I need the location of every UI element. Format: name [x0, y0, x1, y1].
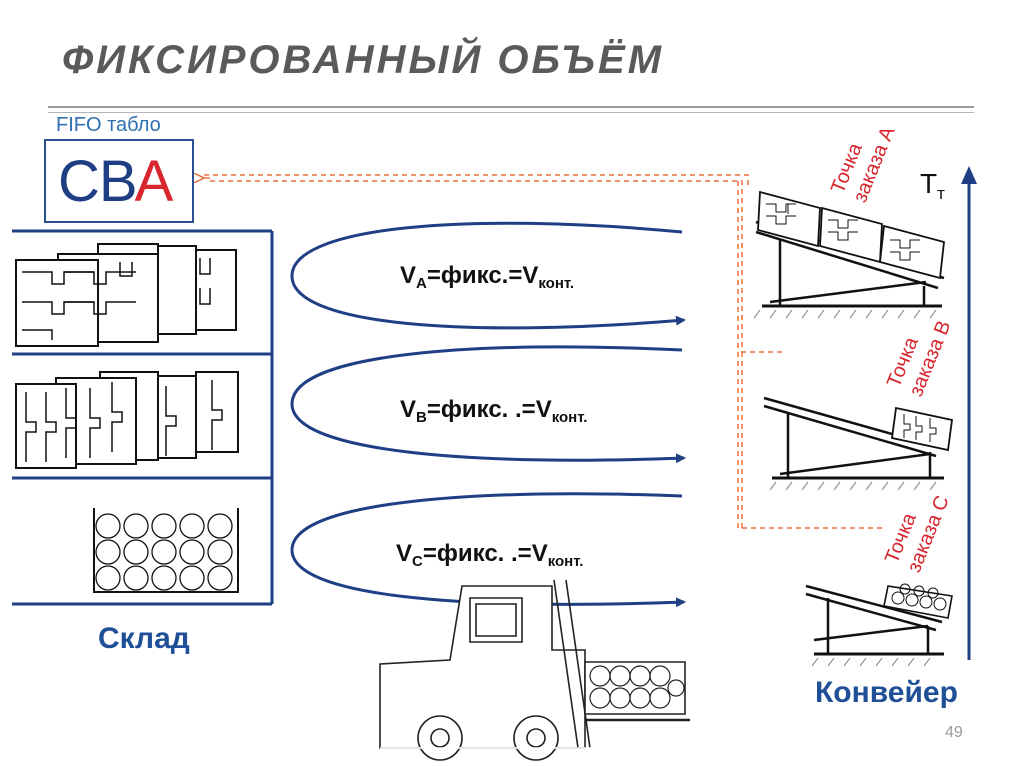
- conveyor-rack-b: [763, 396, 944, 491]
- formula-b-v: V: [400, 396, 417, 423]
- title-divider: [48, 106, 974, 108]
- warehouse-label: Склад: [98, 622, 190, 655]
- conveyor-rack-c: [805, 584, 944, 667]
- formula-a: VA=фикс.=Vконт.: [400, 262, 574, 292]
- shelf-b-pattern: [25, 380, 223, 462]
- forklift: [379, 579, 692, 761]
- conveyor-a-containers: [757, 190, 945, 280]
- shelf-c-container: [93, 508, 239, 593]
- fifo-letter-red: А: [134, 149, 174, 214]
- conveyor-c-container: [883, 583, 953, 619]
- conveyor-label: Конвейер: [815, 676, 958, 709]
- formula-a-sub: A: [416, 275, 427, 292]
- slide-title: ФИКСИРОВАННЫЙ ОБЪЁМ: [62, 38, 665, 82]
- time-axis: [961, 166, 977, 660]
- formula-c-sub2: конт.: [547, 553, 584, 570]
- formula-a-v: V: [400, 262, 417, 289]
- formula-a-mid: =фикс.=V: [426, 262, 539, 289]
- formula-b: VB=фикс. .=Vконт.: [400, 396, 587, 426]
- formula-a-sub2: конт.: [538, 275, 575, 292]
- shelf-a-pattern: [22, 258, 211, 340]
- formula-c: VC=фикс. .=Vконт.: [396, 540, 583, 570]
- fifo-board-sequence: СВА: [58, 149, 174, 215]
- time-axis-label: Tт: [920, 168, 945, 204]
- fifo-letters-dark: СВ: [58, 149, 136, 214]
- shelf-b-containers: [15, 371, 239, 469]
- formula-c-mid: =фикс. .=V: [422, 540, 548, 567]
- fifo-board: СВА: [44, 139, 194, 223]
- time-axis-sub: т: [937, 184, 945, 203]
- page-number: 49: [945, 724, 963, 741]
- formula-b-sub2: конт.: [551, 409, 588, 426]
- warehouse-shelving: [12, 229, 274, 606]
- signal-lines: [204, 174, 882, 529]
- time-axis-symbol: T: [920, 168, 938, 199]
- formula-b-sub: B: [416, 409, 427, 426]
- shelf-a-containers: [15, 243, 237, 347]
- title-divider-thin: [48, 112, 974, 113]
- formula-c-sub: C: [412, 553, 423, 570]
- formula-b-mid: =фикс. .=V: [426, 396, 552, 423]
- formula-c-v: V: [396, 540, 413, 567]
- conveyor-b-container: [890, 406, 954, 452]
- fifo-board-label: FIFO табло: [56, 114, 161, 136]
